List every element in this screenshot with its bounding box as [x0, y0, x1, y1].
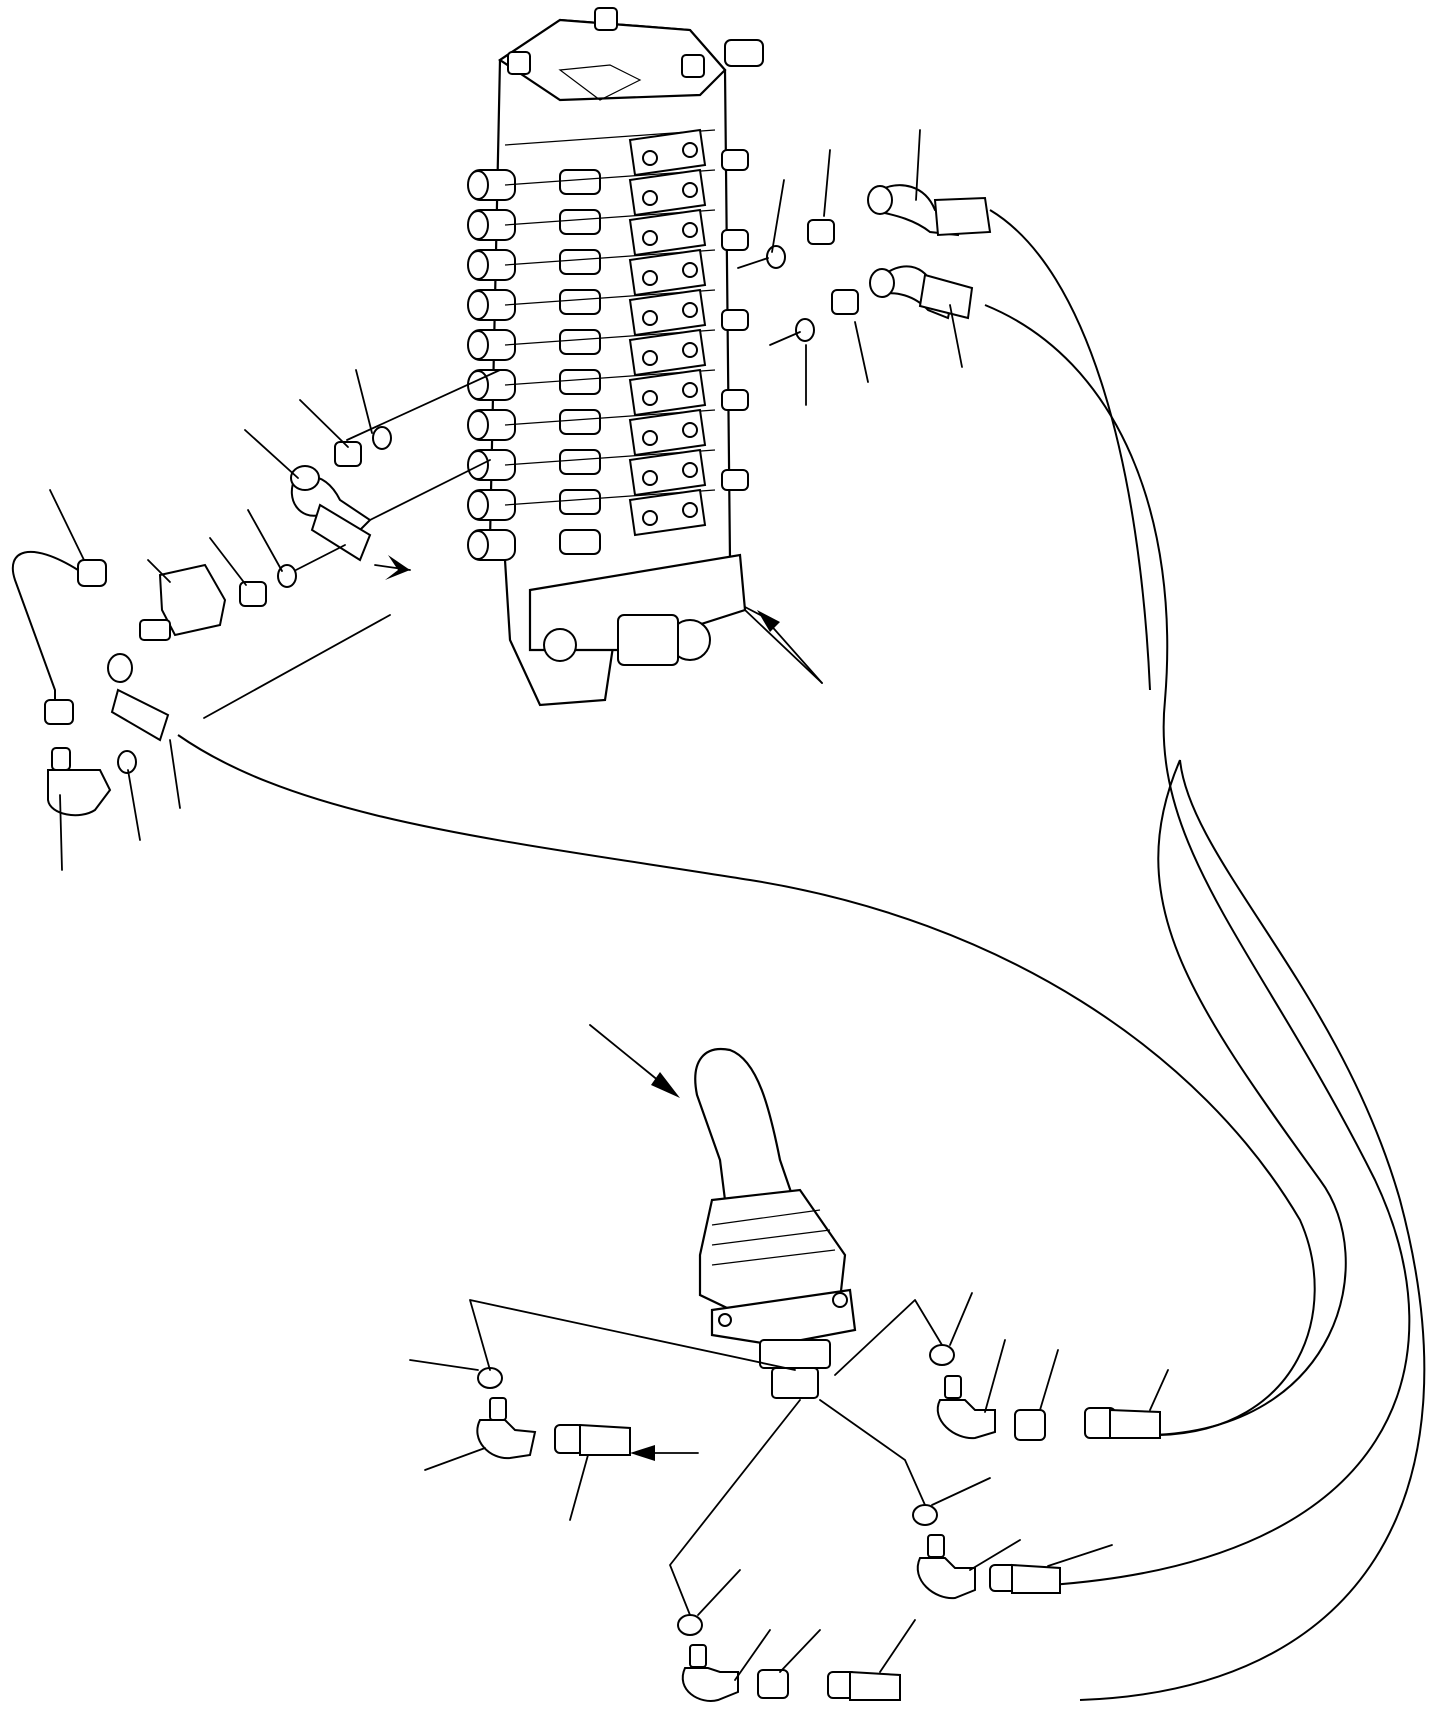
adapter	[927, 1534, 945, 1558]
hose	[177, 734, 1316, 1436]
spool-end	[467, 530, 489, 560]
spool-body	[559, 209, 601, 235]
spool-bolt	[682, 382, 698, 398]
spool-bolt	[642, 470, 658, 486]
spool-end	[467, 290, 489, 320]
spool-body	[559, 409, 601, 435]
elbow	[916, 1557, 976, 1600]
hose	[1079, 759, 1426, 1701]
spool-end	[467, 330, 489, 360]
spool-bolt	[642, 390, 658, 406]
spool-bolt	[682, 502, 698, 518]
spool-body	[559, 489, 601, 515]
adapter	[489, 1397, 507, 1421]
hose	[989, 209, 1151, 691]
hose	[1149, 759, 1347, 1436]
spool-bolt	[682, 302, 698, 318]
spool-end	[467, 250, 489, 280]
elbow	[47, 769, 112, 817]
spool-bolt	[642, 510, 658, 526]
spool-body	[559, 449, 601, 475]
spool-bolt	[642, 270, 658, 286]
spool-body	[559, 369, 601, 395]
tube	[11, 551, 79, 715]
spool-bolt	[682, 222, 698, 238]
ppc-fittings	[409, 1292, 1169, 1702]
elbow	[476, 1419, 537, 1460]
spool-bolt	[682, 142, 698, 158]
o-ring	[929, 1344, 955, 1366]
o-ring	[477, 1367, 503, 1389]
spool-bolt	[682, 262, 698, 278]
o-ring	[766, 245, 786, 269]
hose-end	[1109, 1408, 1161, 1439]
spool-end	[467, 170, 489, 200]
hose-end	[849, 1670, 901, 1701]
side-port	[721, 149, 749, 171]
adapter	[807, 219, 835, 245]
elbow	[936, 1399, 996, 1440]
tee	[158, 563, 227, 637]
spool-body	[559, 289, 601, 315]
adapter	[689, 1644, 707, 1668]
o-ring	[677, 1614, 703, 1636]
hose-end	[918, 273, 974, 320]
spool-bolt	[642, 230, 658, 246]
o-ring	[117, 750, 137, 774]
adapter	[831, 289, 859, 315]
spool-bolt	[682, 342, 698, 358]
spool-bolt	[682, 462, 698, 478]
side-port	[721, 389, 749, 411]
upper-right-fittings	[737, 129, 992, 406]
spool-body	[559, 329, 601, 355]
hose	[984, 304, 1411, 1586]
side-port	[721, 229, 749, 251]
ppc-valve-lever	[694, 1048, 857, 1399]
hose-end	[110, 688, 170, 742]
spool-end	[467, 410, 489, 440]
control-valve	[467, 7, 764, 707]
spool-end	[467, 210, 489, 240]
o-ring	[372, 426, 392, 450]
adapter	[334, 441, 362, 467]
spool-bolt	[642, 430, 658, 446]
adapter	[239, 581, 267, 607]
left-fittings	[11, 369, 823, 871]
spool-bolt	[642, 190, 658, 206]
hose-end	[579, 1423, 631, 1456]
spool-bolt	[682, 182, 698, 198]
spool-end	[467, 490, 489, 520]
spool-bolt	[642, 150, 658, 166]
spool-body	[559, 529, 601, 555]
spool-end	[467, 370, 489, 400]
side-port	[721, 469, 749, 491]
elbow	[681, 1667, 739, 1702]
o-ring	[912, 1504, 938, 1526]
spool-bolt	[642, 310, 658, 326]
spool-body	[559, 169, 601, 195]
adapter	[944, 1375, 962, 1399]
hose-end	[1011, 1563, 1061, 1594]
spool-bolt	[682, 422, 698, 438]
spool-body	[559, 249, 601, 275]
spool-bolt	[642, 350, 658, 366]
hose-end	[310, 503, 372, 562]
arrows	[385, 555, 823, 1461]
hose-lines	[177, 209, 1426, 1701]
o-ring	[795, 318, 815, 342]
side-port	[721, 309, 749, 331]
hose-end	[933, 196, 992, 237]
